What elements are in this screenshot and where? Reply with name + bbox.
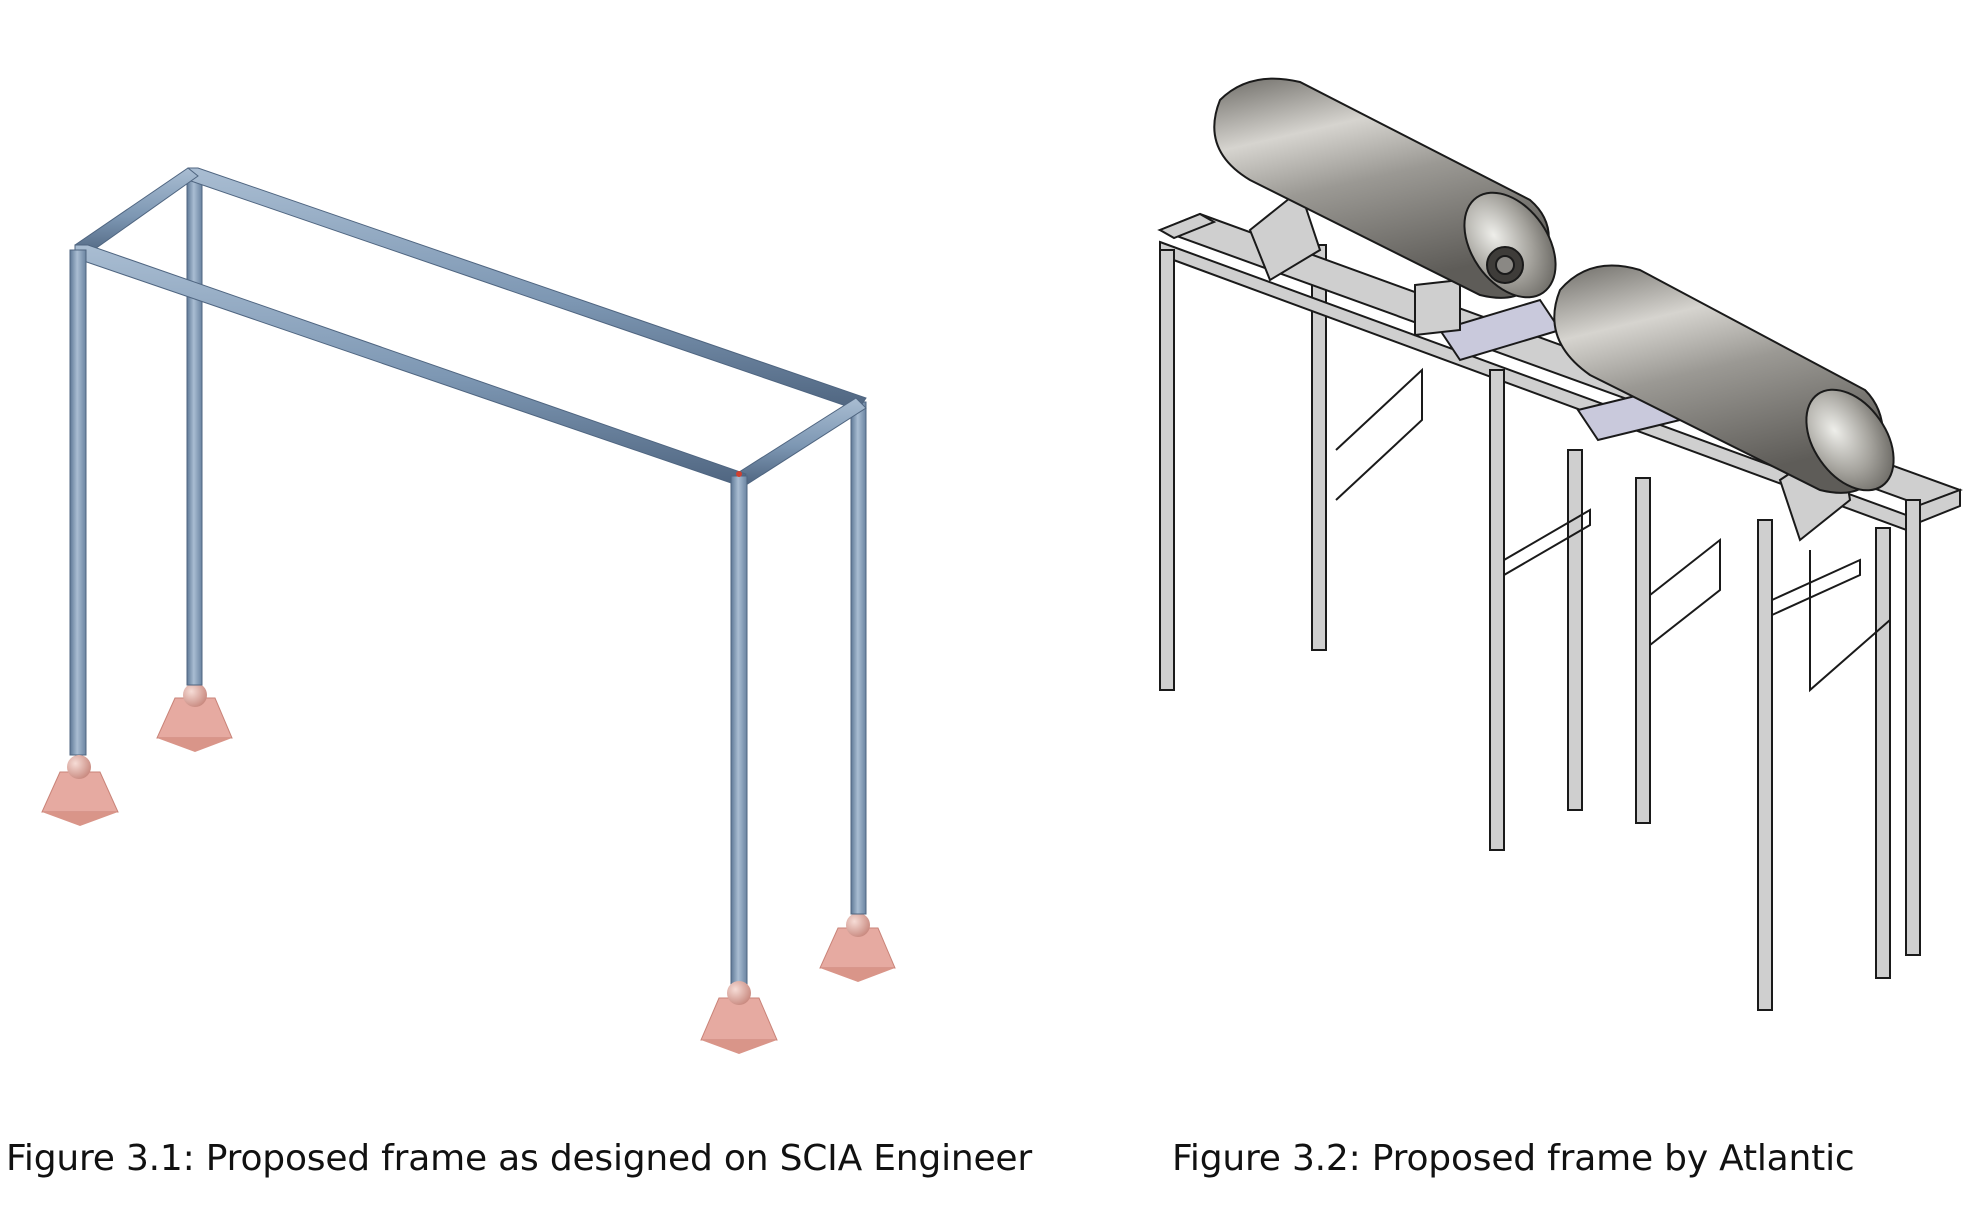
leg-front-3	[1757, 519, 1773, 1011]
beam-left-short	[74, 167, 199, 257]
atlantic-frame-drawing	[1157, 77, 1963, 1011]
tank-left	[1213, 77, 1557, 299]
tank-right	[1553, 264, 1895, 494]
leg-front-2	[1489, 369, 1505, 851]
column-front-left	[69, 249, 87, 756]
beam-back-long	[187, 167, 867, 411]
scia-frame-drawing	[41, 167, 896, 1054]
beam-front-long	[74, 244, 747, 487]
leg-front-4	[1905, 499, 1921, 956]
leg-front-1	[1159, 249, 1175, 691]
figure-scia-frame	[0, 0, 990, 1206]
column-front-right	[730, 475, 748, 987]
brace-rear-2	[1649, 537, 1721, 646]
column-back-left	[186, 174, 203, 686]
saddle-1	[1248, 188, 1322, 282]
column-back-right	[850, 401, 867, 915]
brace-front-1	[1503, 508, 1591, 576]
figure-3-1-caption: Figure 3.1: Proposed frame as designed o…	[6, 1138, 1032, 1179]
leg-rear-2	[1567, 449, 1583, 811]
leg-rear-3	[1635, 477, 1651, 824]
support-back-left	[156, 683, 233, 752]
leg-rear-4	[1875, 527, 1891, 979]
support-back-right	[819, 913, 896, 982]
brace-rear-1	[1335, 367, 1423, 501]
figure-3-2-caption: Figure 3.2: Proposed frame by Atlantic	[1172, 1138, 1855, 1179]
saddle-2	[1414, 278, 1461, 337]
support-front-left	[41, 755, 119, 826]
brace-front-2	[1771, 558, 1861, 616]
figure-atlantic-frame	[1157, 0, 1982, 1206]
support-front-right	[700, 981, 778, 1054]
beam-right-short	[735, 397, 867, 486]
end-frame-left	[1157, 212, 1217, 240]
